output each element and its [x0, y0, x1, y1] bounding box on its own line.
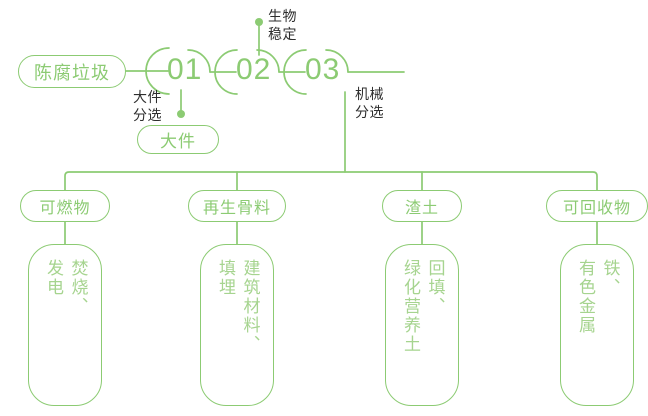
step-number-03-text: 03 — [305, 53, 341, 86]
use-box-3[interactable]: 回填、 绿化营养土 — [385, 244, 459, 406]
bio-caption-dot — [255, 18, 263, 26]
use-box-3-line-2: 绿化营养土 — [401, 259, 420, 354]
output-pill-3[interactable]: 渣土 — [382, 190, 462, 222]
side-output-bulky[interactable]: 大件 — [137, 125, 219, 154]
side-output-bulky-label: 大件 — [160, 132, 196, 151]
step-number-02-text: 02 — [236, 53, 272, 86]
use-box-3-line-1: 回填、 — [425, 259, 445, 316]
use-box-2-line-2: 填埋 — [216, 259, 235, 297]
step-caption-01: 大件 分选 — [133, 89, 162, 123]
use-box-1-line-1: 焚烧、 — [68, 259, 88, 316]
source-node-label: 陈腐垃圾 — [34, 62, 110, 83]
step-number-02[interactable]: 02 — [236, 55, 271, 85]
bulky-branch-dot — [177, 110, 185, 118]
use-box-4[interactable]: 铁、 有色金属 — [560, 244, 634, 406]
arc-step2-left — [214, 49, 238, 95]
use-box-1[interactable]: 焚烧、 发电 — [28, 244, 102, 406]
use-box-1-line-2: 发电 — [44, 259, 63, 297]
output-pill-1-label: 可燃物 — [39, 200, 91, 217]
use-box-4-line-1: 铁、 — [600, 259, 620, 297]
output-pill-4[interactable]: 可回收物 — [546, 190, 648, 222]
output-pill-2-label: 再生骨料 — [202, 200, 271, 217]
output-pill-1[interactable]: 可燃物 — [20, 190, 110, 222]
use-box-2-line-1: 建筑材料、 — [240, 259, 260, 354]
output-pill-3-label: 渣土 — [404, 200, 439, 217]
distribution-bus — [64, 171, 598, 191]
use-box-4-line-2: 有色金属 — [576, 259, 595, 335]
arc-step1-left — [145, 47, 170, 95]
step-number-01-text: 01 — [167, 53, 203, 86]
output-pill-2[interactable]: 再生骨料 — [188, 190, 286, 222]
step-number-03[interactable]: 03 — [305, 55, 340, 85]
use-box-2[interactable]: 建筑材料、 填埋 — [200, 244, 274, 406]
step-caption-03: 机械 分选 — [355, 86, 384, 120]
step-number-01[interactable]: 01 — [167, 55, 202, 85]
arc-step3-left — [283, 49, 307, 95]
source-node[interactable]: 陈腐垃圾 — [18, 55, 126, 88]
output-pill-4-label: 可回收物 — [562, 200, 631, 217]
step-caption-02: 生物 稳定 — [268, 8, 297, 42]
